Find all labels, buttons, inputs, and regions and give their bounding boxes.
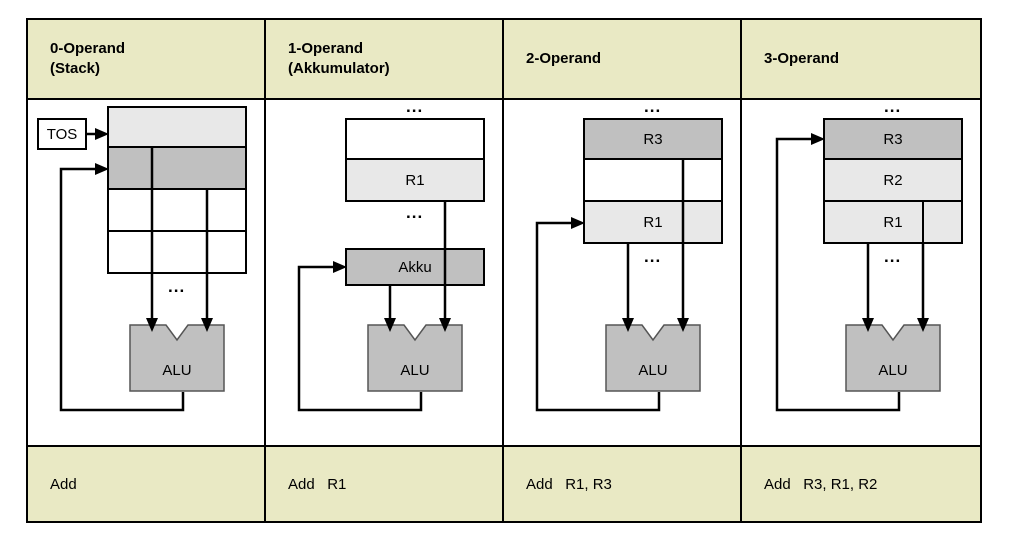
column-header-2-operand: 2-Operand [504, 20, 740, 98]
column-header-3-operand: 3-Operand [742, 20, 980, 98]
instruction-cell-3-operand: Add R3, R1, R2 [742, 447, 980, 521]
ellipsis-below-registers: ... [644, 247, 662, 266]
register-cell-r3: R3 [583, 118, 723, 160]
instruction-cell-0-operand: Add [28, 447, 264, 521]
accumulator-box: Akku [345, 248, 485, 286]
column-header-label: 2-Operand [526, 49, 602, 67]
column-header-label: 1-Operand (Akkumulator) [288, 39, 390, 77]
diagram-1-operand: ... R1 ... Akku ALU [266, 98, 502, 447]
register-cell-r3: R3 [823, 118, 963, 160]
ellipsis-below-stack: ... [168, 277, 186, 296]
instruction-label: Add R1, R3 [526, 475, 612, 493]
column-header-label: 3-Operand [764, 49, 840, 67]
column-divider-2 [502, 20, 504, 521]
operand-forms-table: 0-Operand (Stack) 1-Operand (Akkumulator… [26, 18, 982, 523]
instruction-label: Add R3, R1, R2 [764, 475, 878, 493]
register-label: R1 [405, 171, 425, 189]
wiring-0-operand [59, 128, 213, 412]
tos-label: TOS [46, 125, 78, 143]
register-cell-r1: R1 [345, 160, 485, 202]
instruction-cell-1-operand: Add R1 [266, 447, 502, 521]
accumulator-label: Akku [398, 258, 432, 276]
instruction-label: Add [50, 475, 77, 493]
diagram-3-operand: ... R3 R2 R1 ... ALU [742, 98, 980, 447]
column-divider-1 [264, 20, 266, 521]
instruction-cell-2-operand: Add R1, R3 [504, 447, 740, 521]
alu-0-operand: ALU [129, 324, 225, 392]
column-header-label: 0-Operand (Stack) [50, 39, 126, 77]
alu-label: ALU [878, 362, 908, 379]
stack-cell-tos [107, 148, 247, 190]
register-cell-empty [583, 160, 723, 202]
alu-label: ALU [400, 362, 430, 379]
instruction-label: Add R1 [288, 475, 347, 493]
register-cell-r2: R2 [823, 160, 963, 202]
register-cell-r1: R1 [823, 202, 963, 244]
column-header-1-operand: 1-Operand (Akkumulator) [266, 20, 502, 98]
ellipsis-above-registers: ... [644, 97, 662, 116]
register-label: R1 [643, 213, 663, 231]
tos-pointer-box: TOS [37, 118, 87, 150]
alu-label: ALU [638, 362, 668, 379]
column-header-0-operand: 0-Operand (Stack) [28, 20, 264, 98]
ellipsis-above-registers: ... [884, 97, 902, 116]
instruction-row-divider [28, 445, 980, 447]
register-label: R2 [883, 171, 903, 189]
wiring-1-operand [297, 202, 451, 412]
wiring-2-operand [535, 160, 689, 412]
stack-cell-top [107, 106, 247, 148]
column-divider-3 [740, 20, 742, 521]
stack-cell-3 [107, 190, 247, 232]
header-row-divider [28, 98, 980, 100]
register-label: R3 [643, 130, 663, 148]
register-label: R1 [883, 213, 903, 231]
ellipsis-below-registers: ... [406, 203, 424, 222]
alu-label: ALU [162, 362, 192, 379]
stack-cell-4 [107, 232, 247, 274]
ellipsis-below-registers: ... [884, 247, 902, 266]
diagram-2-operand: ... R3 R1 ... ALU [504, 98, 740, 447]
register-label: R3 [883, 130, 903, 148]
ellipsis-above-registers: ... [406, 97, 424, 116]
diagram-0-operand: TOS ... ALU [28, 98, 264, 447]
register-cell-empty [345, 118, 485, 160]
wiring-3-operand [775, 133, 929, 412]
